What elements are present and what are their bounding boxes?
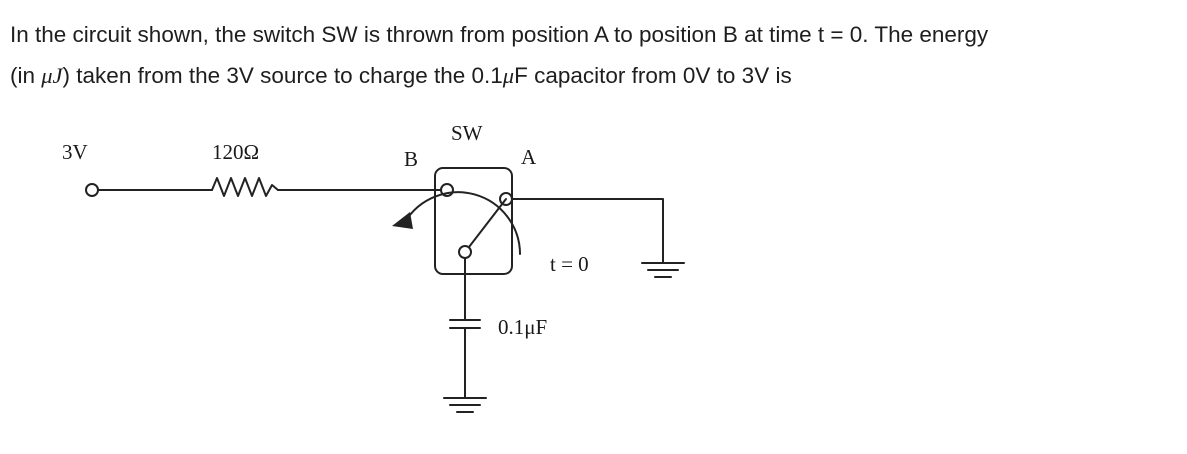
question-unit-mu: μ <box>502 63 515 88</box>
ground-icon-bottom <box>443 397 487 413</box>
question-line-2-part-2: ) taken from the 3V source to charge the… <box>62 63 503 88</box>
question-line-2-part-1: (in <box>10 63 42 88</box>
ground-icon-right <box>641 262 685 278</box>
switch-housing <box>434 167 513 275</box>
question-line-2-part-3: F capacitor from 0V to 3V is <box>514 63 792 88</box>
switch-label: SW <box>451 121 483 145</box>
resistor-label: 120Ω <box>212 140 259 164</box>
question-unit-muJ: μJ <box>41 63 63 88</box>
position-a-label: A <box>521 145 537 169</box>
time-label: t = 0 <box>550 252 589 276</box>
resistor-icon <box>211 177 279 197</box>
switch-arrow-icon <box>392 212 413 229</box>
position-b-label: B <box>404 147 418 171</box>
question-line-2: (in μJ) taken from the 3V source to char… <box>10 55 1180 96</box>
question-line-1: In the circuit shown, the switch SW is t… <box>10 22 989 47</box>
source-label: 3V <box>62 140 88 164</box>
wire-a-to-ground <box>511 198 664 263</box>
switch-blade <box>468 198 507 248</box>
capacitor-label: 0.1μF <box>498 315 547 339</box>
switch-swing-arc <box>404 191 521 255</box>
source-terminal-icon <box>85 183 99 197</box>
question-text: In the circuit shown, the switch SW is t… <box>10 14 1180 96</box>
